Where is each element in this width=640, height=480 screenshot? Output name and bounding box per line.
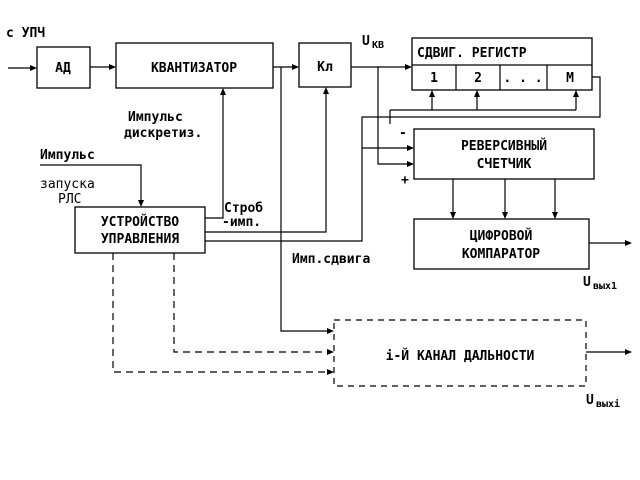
- control-unit-block: [74, 206, 206, 254]
- launch-pulse-label: РЛС: [58, 192, 81, 207]
- strobe-label: Строб: [224, 201, 263, 216]
- arrow-right-icon: [327, 349, 334, 355]
- launch-pulse-line: [40, 164, 142, 201]
- upch-input-label: с УПЧ: [6, 26, 45, 41]
- register-cell-label: 2: [474, 71, 482, 86]
- arrow-right-icon: [327, 328, 334, 334]
- range-channel-block: [333, 319, 587, 387]
- sampling-pulse-label: дискретиз.: [124, 126, 202, 141]
- control-range-dashed-line: [112, 253, 328, 373]
- u-out1-subscript: вых1: [593, 281, 617, 292]
- launch-pulse-label: запуска: [40, 177, 95, 192]
- ad-block: [36, 46, 91, 89]
- u-outi-subscript: выхi: [596, 398, 620, 410]
- shift-pulse-label: Имп.сдвига: [292, 252, 370, 267]
- control-range-dashed-line: [173, 253, 328, 353]
- digital-comparator-block: [413, 218, 590, 270]
- quantizer-range-line: [280, 67, 328, 332]
- arrow-up-icon: [220, 88, 226, 95]
- arrow-right-icon: [407, 161, 414, 167]
- arrow-up-icon: [474, 90, 480, 97]
- reversible-counter-block: [413, 128, 595, 180]
- arrow-up-icon: [429, 90, 435, 97]
- u-kv-label: U: [362, 34, 370, 49]
- arrow-right-icon: [407, 145, 414, 151]
- counter-plus-sign: +: [401, 173, 409, 188]
- arrow-up-icon: [573, 90, 579, 97]
- reversible-counter-label: СЧЕТЧИК: [477, 157, 532, 172]
- digital-comparator-label: КОМПАРАТОР: [462, 247, 540, 262]
- strobe-line: [205, 93, 327, 233]
- digital-comparator-label: ЦИФРОВОЙ: [470, 228, 533, 244]
- shift-register-block: [411, 37, 593, 91]
- u-kv-subscript: КВ: [372, 40, 384, 51]
- key-counter-plus-line: [377, 67, 408, 165]
- register-cell-label: M: [566, 71, 574, 86]
- shift-pulse-line: [205, 148, 363, 242]
- arrow-up-icon: [323, 87, 329, 94]
- quantizer-label: КВАНТИЗАТОР: [151, 61, 237, 76]
- arrow-right-icon: [109, 64, 116, 70]
- register-cell-label: . . .: [503, 71, 542, 86]
- key-block: [298, 42, 352, 88]
- strobe-label: -имп.: [222, 215, 261, 230]
- arrow-right-icon: [405, 64, 412, 70]
- arrow-right-icon: [625, 349, 632, 355]
- control-unit-label: УСТРОЙСТВО: [101, 214, 179, 230]
- range-channel-label: i-Й КАНАЛ ДАЛЬНОСТИ: [386, 348, 535, 364]
- launch-pulse-label: Импульс: [40, 148, 95, 163]
- ad-label: АД: [55, 61, 71, 76]
- key-label: Кл: [317, 60, 333, 75]
- register-cell-label: 1: [430, 71, 438, 86]
- reversible-counter-label: РЕВЕРСИВНЫЙ: [461, 138, 547, 154]
- arrow-down-icon: [552, 212, 558, 219]
- arrow-right-icon: [327, 369, 334, 375]
- arrow-down-icon: [450, 212, 456, 219]
- u-out1-label: U: [583, 275, 591, 290]
- sampling-pulse-label: Импульс: [128, 110, 183, 125]
- arrow-right-icon: [625, 240, 632, 246]
- arrow-down-icon: [502, 212, 508, 219]
- arrow-down-icon: [138, 200, 144, 207]
- u-outi-label: U: [586, 393, 594, 408]
- arrow-right-icon: [292, 64, 299, 70]
- counter-minus-sign: -: [399, 126, 407, 141]
- arrow-right-icon: [30, 65, 37, 71]
- control-unit-label: УПРАВЛЕНИЯ: [101, 232, 179, 247]
- quantizer-block: [115, 42, 274, 89]
- shift-register-label: СДВИГ. РЕГИСТР: [417, 46, 527, 61]
- sampling-pulse-line: [205, 94, 224, 219]
- register-counter-minus-line: [361, 76, 601, 149]
